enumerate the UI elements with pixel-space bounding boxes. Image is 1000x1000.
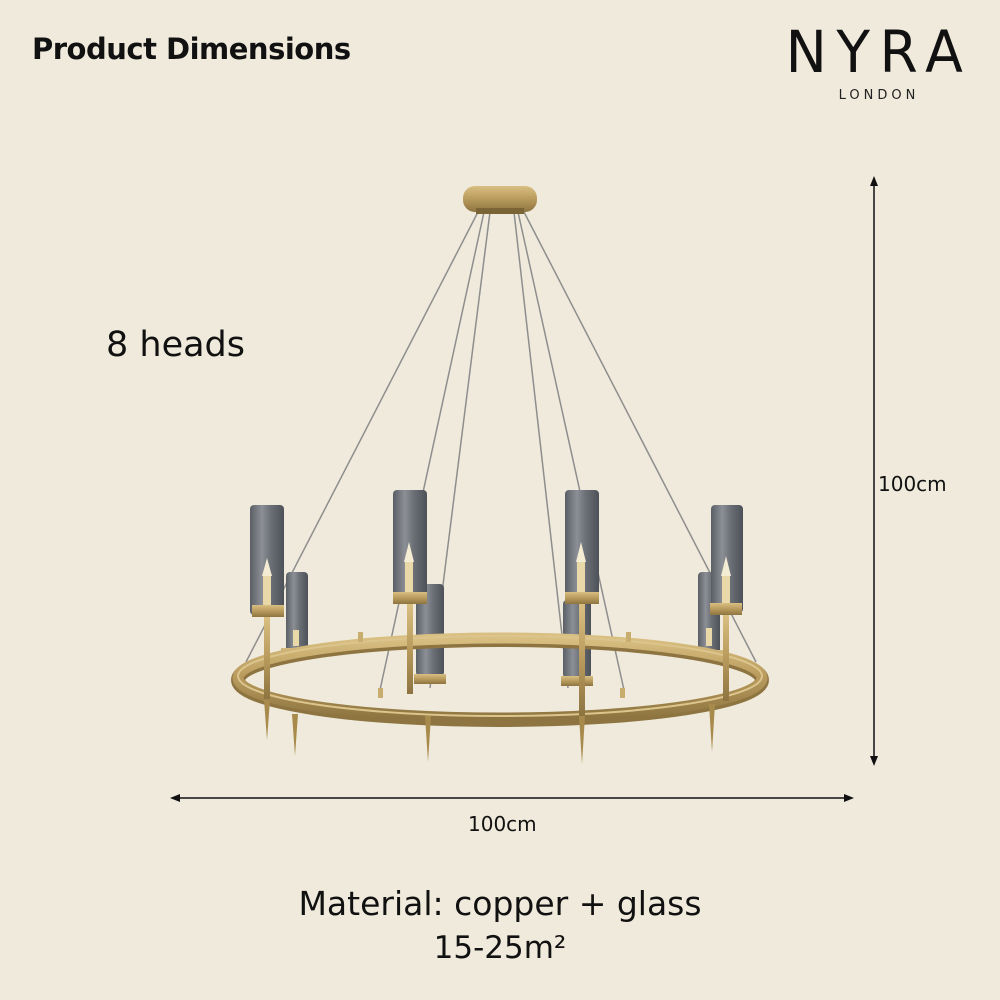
page-title: Product Dimensions: [32, 32, 351, 66]
lamp-front-right: [709, 505, 743, 752]
height-label: 100cm: [878, 472, 947, 496]
lamp-front-left: [250, 505, 284, 740]
material-label: Material: copper + glass: [298, 884, 702, 923]
ceiling-canopy: [463, 186, 537, 214]
brass-ring: [231, 632, 769, 727]
suspension-wires: [245, 211, 757, 691]
brand-name: NYRA: [785, 18, 973, 86]
height-dimension-arrow: [870, 176, 878, 766]
brand-logo: NYRA LONDON: [774, 22, 984, 103]
lamp-front-center-right: [565, 490, 599, 764]
ring-studs: [358, 632, 631, 698]
area-label: 15-25m²: [433, 930, 567, 966]
lamp-back-center-left: [414, 584, 446, 684]
width-label: 100cm: [468, 812, 537, 836]
heads-count-label: 8 heads: [106, 325, 246, 365]
bottom-finials: [292, 714, 298, 756]
width-dimension-arrow: [170, 794, 854, 802]
brand-subtitle: LONDON: [838, 88, 920, 103]
lamp-front-center-left: [393, 490, 431, 762]
